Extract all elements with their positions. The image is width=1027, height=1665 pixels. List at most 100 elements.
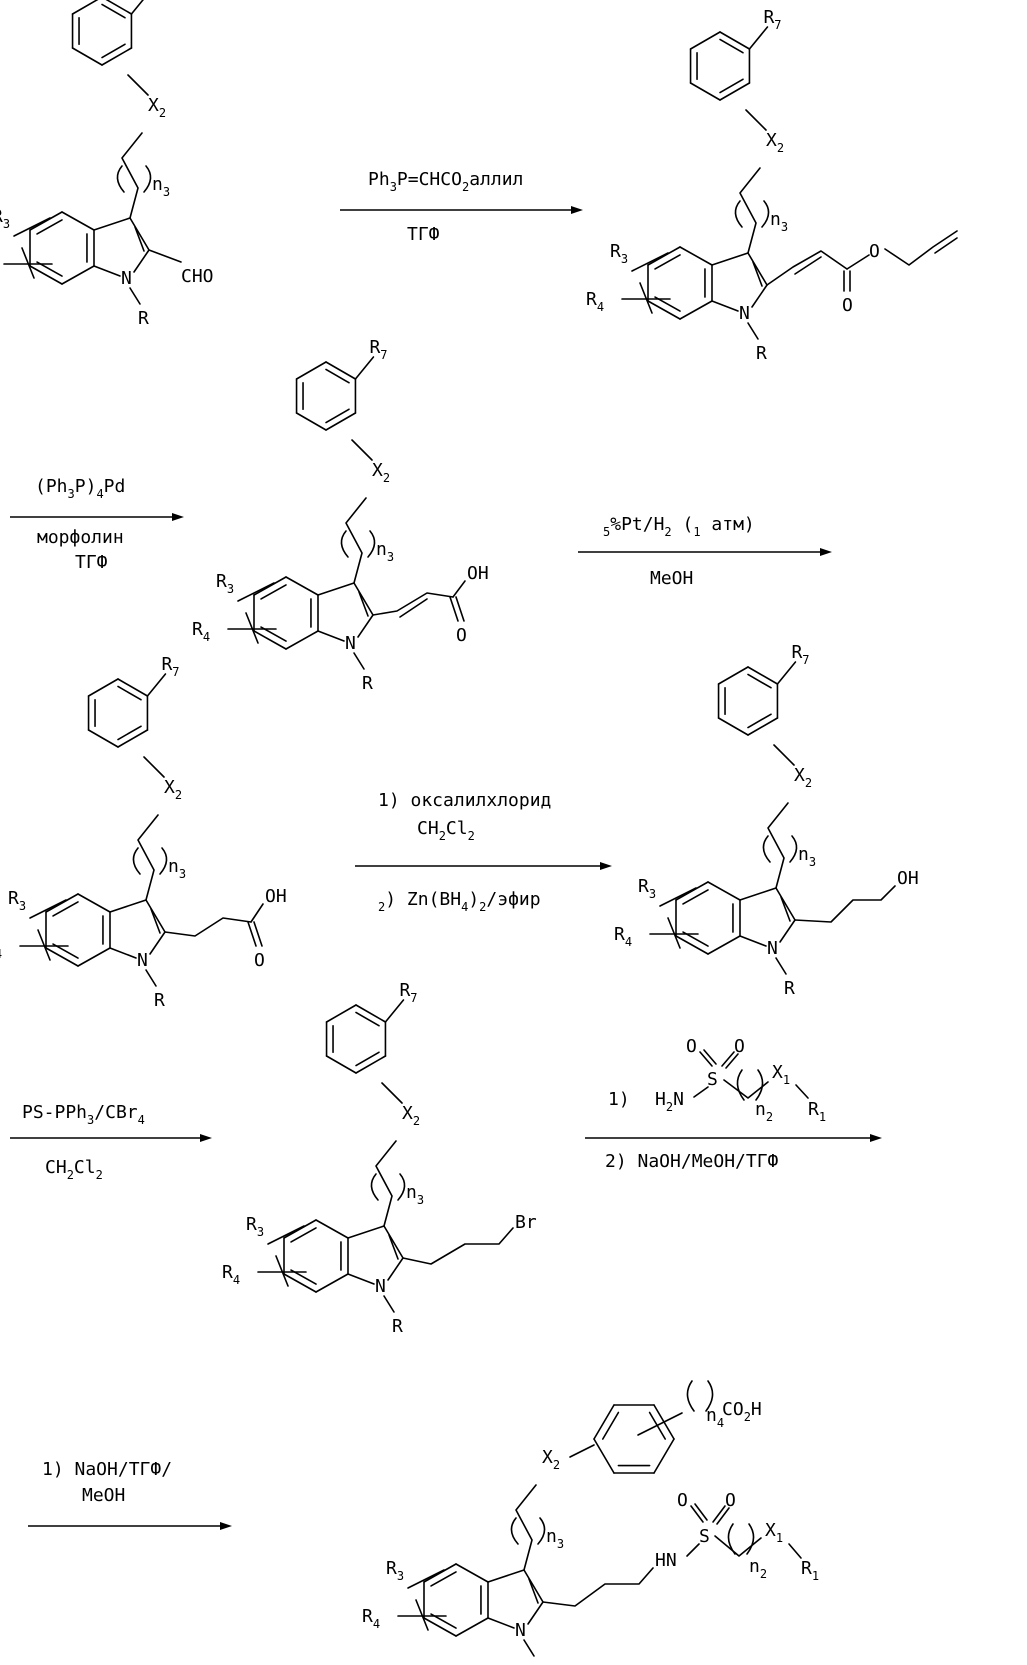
- sulfur-label: S: [707, 1069, 718, 1090]
- x1-r1-bond: [788, 1543, 802, 1559]
- n3-label: n3: [798, 844, 816, 869]
- ring-bond: [707, 935, 741, 955]
- step-7: 1) NaOH/ТГФ/MeOH: [28, 1459, 232, 1530]
- repeat-paren-right: [537, 1517, 546, 1545]
- ring-bond: [717, 666, 749, 685]
- ring-double-bond: [747, 673, 772, 689]
- ring-double-bond: [355, 1011, 380, 1027]
- step2-arrow-head: [172, 513, 184, 521]
- phenyl-ring: [717, 666, 779, 736]
- ring-double-bond: [601, 1411, 620, 1440]
- n-substituent-bond: [129, 287, 141, 305]
- step5-reagent-bottom: CH2Cl2: [45, 1157, 103, 1182]
- ring-double-bond: [752, 261, 763, 287]
- ring-bond: [355, 1004, 387, 1023]
- ring-double-bond: [36, 219, 63, 235]
- allyl-double-bond: [934, 237, 958, 254]
- x2-label: X2: [402, 1103, 420, 1128]
- o-label-left: O: [677, 1490, 688, 1511]
- ring-substituent-bond: [637, 1412, 683, 1436]
- alkyl-chain: [767, 802, 789, 889]
- ring-bond: [71, 0, 99, 15]
- r7-bond: [748, 26, 769, 50]
- r7-label: R7: [369, 337, 387, 362]
- ring-bond: [689, 31, 721, 50]
- ring-bond: [593, 1438, 615, 1474]
- ring-double-bond: [747, 713, 772, 729]
- r4-label: R4: [614, 924, 632, 949]
- carbonyl-o-label: O: [842, 295, 853, 316]
- ring-bond: [779, 919, 796, 943]
- ring-bond: [285, 576, 319, 596]
- acrylic-chain: [372, 592, 454, 616]
- ring-double-bond: [290, 1227, 317, 1243]
- ring-bond: [747, 717, 779, 736]
- r3-label: R3: [638, 876, 656, 901]
- repeat-paren-right: [367, 530, 376, 558]
- r-label: R: [756, 343, 767, 364]
- carbonyl-o-label: O: [456, 625, 467, 646]
- ring-bond: [87, 729, 119, 748]
- co2h-label: CO2H: [722, 1399, 762, 1424]
- ring-bond: [487, 1569, 525, 1583]
- cho-bond: [148, 249, 182, 263]
- n2-label: n2: [749, 1556, 767, 1581]
- ring-bond: [747, 252, 768, 286]
- r-label: R: [392, 1316, 403, 1337]
- ring-double-bond: [682, 889, 709, 905]
- x2-phenyl-bond: [745, 109, 767, 131]
- repeat-paren-right: [159, 847, 168, 875]
- repeat-paren-left: [736, 1069, 745, 1101]
- ring-double-bond: [355, 1051, 380, 1067]
- x1-label: X1: [765, 1520, 783, 1545]
- r4-cross: [639, 282, 653, 314]
- step7-arrow-head: [220, 1522, 232, 1530]
- allyl-chain: [884, 230, 958, 266]
- alkyl-chain: [739, 167, 761, 254]
- oh-bond: [250, 903, 264, 923]
- ring-bond: [387, 1257, 404, 1281]
- r3-bond: [631, 252, 669, 272]
- step1-reagent-bottom: ТГФ: [407, 224, 440, 245]
- repeat-paren-left: [340, 530, 349, 558]
- x2-label: X2: [766, 130, 784, 155]
- oh-bond: [452, 580, 466, 598]
- r4-cross: [245, 612, 259, 644]
- x2-phenyl-bond: [127, 74, 149, 96]
- ring-bond: [45, 947, 79, 967]
- ring-bond: [29, 211, 63, 231]
- ring-bond: [77, 893, 111, 913]
- r-label: R: [362, 673, 373, 694]
- repeat-paren-left: [132, 847, 141, 875]
- n3-label: n3: [168, 856, 186, 881]
- r4-cross: [415, 1599, 429, 1631]
- n4-label: n4: [706, 1405, 724, 1430]
- phenyl-ring: [87, 678, 149, 748]
- ring-double-bond: [134, 226, 145, 252]
- r4-cross: [275, 1255, 289, 1287]
- step7-reagent-line2: MeOH: [82, 1485, 125, 1506]
- x2-phenyl-bond: [143, 756, 165, 778]
- nitrogen-label: N: [767, 938, 778, 959]
- ring-bond: [653, 1438, 675, 1474]
- ring-bond: [357, 614, 374, 638]
- r3-label: R3: [610, 241, 628, 266]
- ring-bond: [133, 249, 150, 273]
- x2-label: X2: [148, 95, 166, 120]
- so-bond-right: [712, 1505, 726, 1523]
- r4-label: R4: [0, 936, 2, 961]
- aminopropyl-chain: [542, 1567, 654, 1607]
- repeat-paren-left: [510, 1517, 519, 1545]
- phenyl-ring: [325, 1004, 387, 1074]
- step1-arrow-head: [571, 206, 583, 214]
- r7-label: R7: [399, 980, 417, 1005]
